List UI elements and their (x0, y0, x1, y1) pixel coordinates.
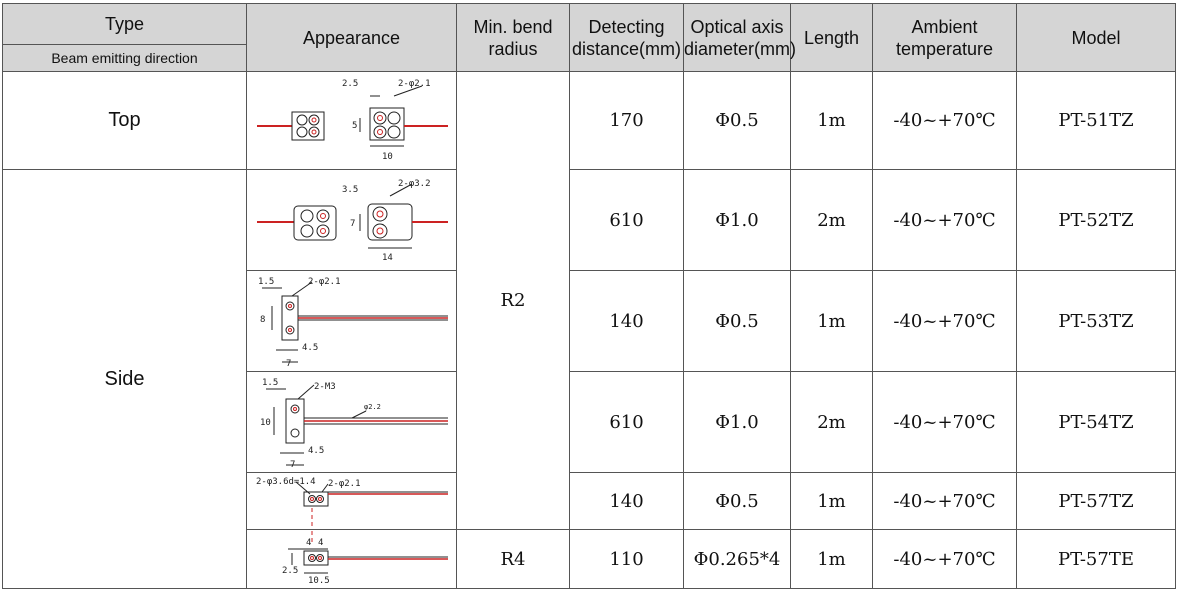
cell-temp: -40~+70℃ (872, 270, 1017, 372)
cell-length: 1m (790, 270, 873, 372)
drawing-pt-52tz: 3.5 2-φ3.2 7 14 (256, 179, 448, 263)
cell-temp: -40~+70℃ (872, 371, 1017, 473)
type-side: Side (2, 169, 247, 589)
dim-label: 10.5 (308, 576, 330, 586)
cell-model: PT-54TZ (1016, 371, 1176, 473)
cell-distance: 170 (569, 71, 684, 170)
cell-diameter: Φ0.5 (683, 472, 791, 530)
dim-label: 2-φ2.1 (398, 79, 431, 89)
bend-r2: R2 (456, 71, 570, 530)
header-min-bend: Min. bend radius (456, 3, 570, 72)
cell-model: PT-53TZ (1016, 270, 1176, 372)
cell-length: 2m (790, 169, 873, 271)
appearance-pt-57tz: 2-φ3.6d=1.4 2-φ2.1 (246, 472, 457, 530)
appearance-pt-51tz: 2.5 2-φ2.1 5 10 (246, 71, 457, 170)
dim-label: 14 (382, 253, 393, 263)
cell-model: PT-52TZ (1016, 169, 1176, 271)
dim-label: 2.5 (282, 566, 298, 576)
cell-temp: -40~+70℃ (872, 71, 1017, 170)
appearance-pt-52tz: 3.5 2-φ3.2 7 14 (246, 169, 457, 271)
cell-distance: 140 (569, 472, 684, 530)
header-model: Model (1016, 3, 1176, 72)
dim-label: 7 (350, 219, 355, 229)
dim-label: 4.5 (308, 446, 324, 456)
dim-label: 4.5 (302, 343, 318, 353)
appearance-pt-53tz: 1.5 2-φ2.1 8 4.5 7 (246, 270, 457, 372)
dim-label: 8 (260, 315, 265, 325)
dim-label: 4 (318, 538, 323, 548)
cell-temp: -40~+70℃ (872, 472, 1017, 530)
dim-label: 4 (306, 538, 311, 548)
dim-label: 2-φ3.2 (398, 179, 431, 189)
cell-distance: 610 (569, 169, 684, 271)
header-optical: Optical axis diameter(mm) (683, 3, 796, 72)
cell-temp: -40~+70℃ (872, 169, 1017, 271)
dim-label: 1.5 (258, 277, 274, 287)
drawing-pt-51tz: 2.5 2-φ2.1 5 10 (256, 79, 448, 162)
cell-diameter: Φ1.0 (683, 169, 791, 271)
dim-label: 10 (260, 418, 271, 428)
spec-table: Type Appearance Min. bend radius Detecti… (2, 3, 1176, 589)
appearance-pt-54tz: 1.5 2-M3 10 4.5 7 φ2.2 (246, 371, 457, 473)
cell-length: 1m (790, 71, 873, 170)
cell-model: PT-57TE (1016, 529, 1176, 589)
header-type: Type (2, 3, 247, 45)
drawing-pt-53tz: 1.5 2-φ2.1 8 4.5 7 (258, 277, 448, 368)
header-length: Length (790, 3, 873, 72)
header-ambient: Ambient temperature (872, 3, 1017, 72)
drawing-pt-57te: 4 4 2.5 10.5 (282, 531, 448, 586)
dim-label: 10 (382, 152, 393, 162)
cell-model: PT-51TZ (1016, 71, 1176, 170)
cell-distance: 610 (569, 371, 684, 473)
cell-length: 1m (790, 472, 873, 530)
type-top: Top (2, 71, 247, 170)
cell-distance: 110 (569, 529, 684, 589)
cell-model: PT-57TZ (1016, 472, 1176, 530)
dim-label: 2-φ2.1 (328, 479, 361, 489)
cell-temp: -40~+70℃ (872, 529, 1017, 589)
dim-label: 2-φ3.6d=1.4 (256, 477, 316, 487)
dim-label: 7 (286, 359, 291, 368)
cell-diameter: Φ1.0 (683, 371, 791, 473)
dim-label: 7 (290, 460, 295, 469)
header-type-sub: Beam emitting direction (2, 44, 247, 72)
dim-label: 2.5 (342, 79, 358, 89)
cell-diameter: Φ0.265*4 (683, 529, 791, 589)
header-appearance: Appearance (246, 3, 457, 72)
dim-label: 1.5 (262, 378, 278, 388)
appearance-pt-57te: 4 4 2.5 10.5 (246, 529, 457, 589)
header-detecting: Detecting distance(mm) (569, 3, 684, 72)
drawing-pt-54tz: 1.5 2-M3 10 4.5 7 φ2.2 (260, 378, 448, 469)
dim-label: 5 (352, 121, 357, 131)
cell-diameter: Φ0.5 (683, 270, 791, 372)
cell-diameter: Φ0.5 (683, 71, 791, 170)
dim-label: 3.5 (342, 185, 358, 195)
dim-label: φ2.2 (364, 403, 381, 411)
drawing-pt-57tz: 2-φ3.6d=1.4 2-φ2.1 (256, 477, 448, 528)
cell-distance: 140 (569, 270, 684, 372)
dim-label: 2-M3 (314, 382, 336, 392)
bend-r4: R4 (456, 529, 570, 589)
cell-length: 2m (790, 371, 873, 473)
dim-label: 2-φ2.1 (308, 277, 341, 287)
cell-length: 1m (790, 529, 873, 589)
